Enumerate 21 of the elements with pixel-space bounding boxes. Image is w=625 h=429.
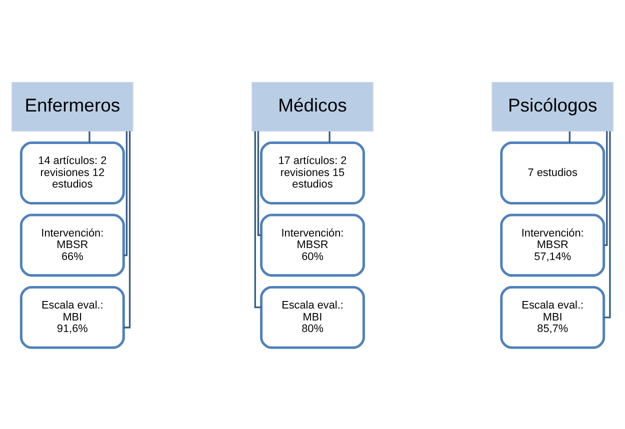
connector xyxy=(604,130,608,246)
connector xyxy=(124,130,131,328)
node-box: Psicólogos xyxy=(492,81,614,131)
node-box: 7 estudios xyxy=(500,141,606,204)
node-box: Escala eval.: MBI 91,6% xyxy=(20,285,125,348)
connector xyxy=(604,130,611,318)
connector xyxy=(257,130,262,236)
connector xyxy=(88,130,90,142)
node-box: Intervención: MBSR 57,14% xyxy=(500,213,606,276)
connector xyxy=(568,130,570,142)
node-box: 17 artículos: 2 revisiones 15 estudios xyxy=(260,141,365,204)
node-box: Intervención: MBSR 60% xyxy=(260,213,365,276)
connector xyxy=(328,130,330,142)
node-box: Médicos xyxy=(252,81,374,131)
connector xyxy=(124,130,128,256)
connector xyxy=(254,130,262,308)
node-box: 14 artículos: 2 revisiones 12 estudios xyxy=(20,141,125,204)
node-box: Escala eval.: MBI 80% xyxy=(260,285,365,348)
node-box: Enfermeros xyxy=(12,81,134,131)
node-box: Intervención: MBSR 66% xyxy=(20,213,125,276)
node-box: Escala eval.: MBI 85,7% xyxy=(500,285,606,348)
